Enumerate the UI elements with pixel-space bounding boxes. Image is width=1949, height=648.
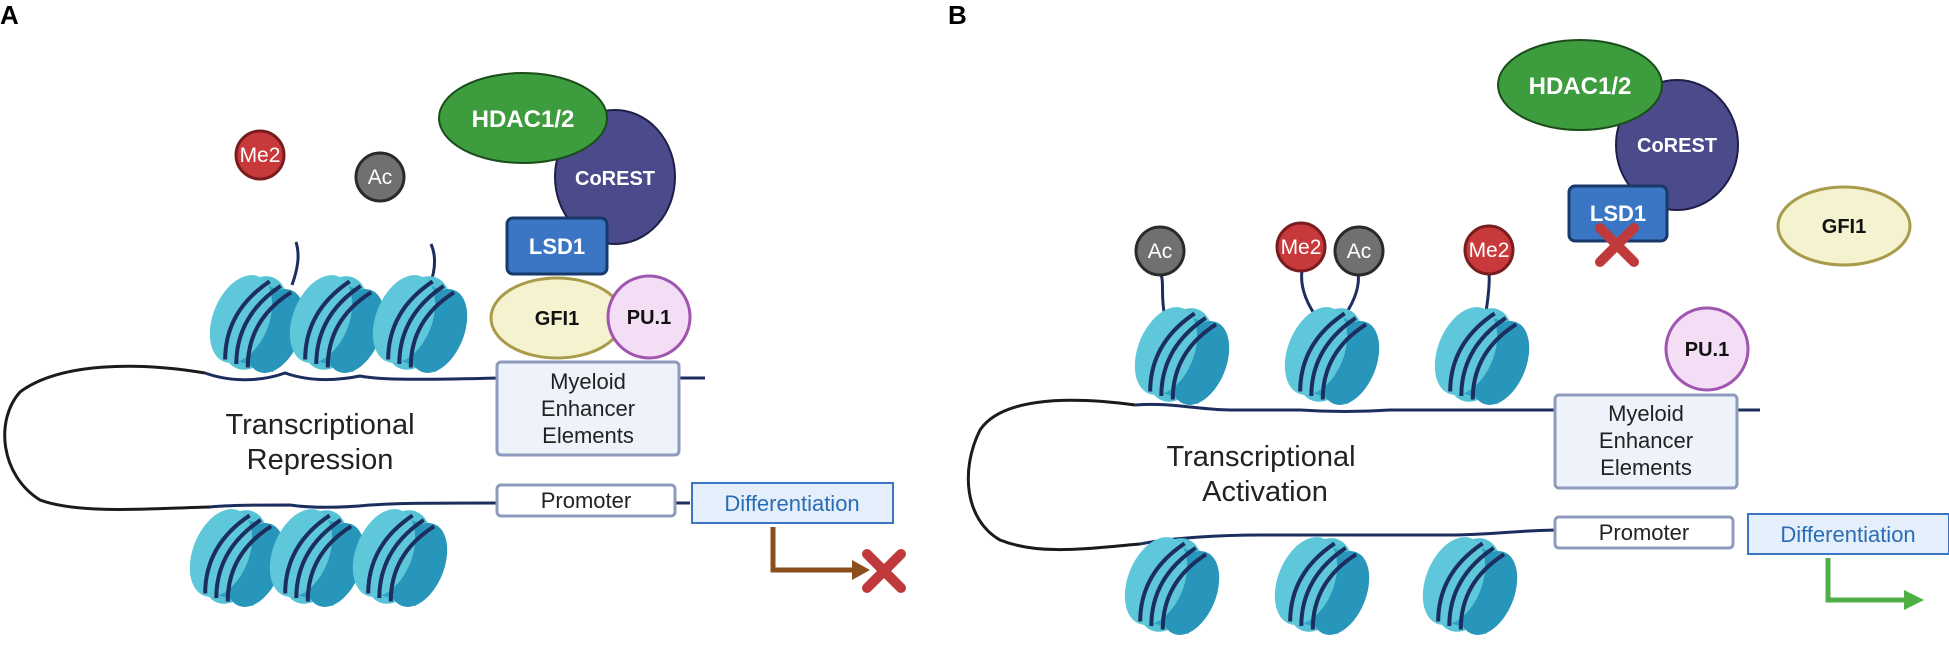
panel-b-active-arrow: [1825, 558, 1906, 603]
panel-b-enhancer-line-1: Myeloid: [1608, 401, 1684, 426]
panel-b-enhancer-line-2: Enhancer: [1599, 428, 1693, 453]
panel-b-title-line-2: Activation: [1202, 476, 1328, 508]
panel-b-gfi1-label: GFI1: [1822, 216, 1866, 238]
panel-a-differentiation-label: Differentiation: [724, 491, 859, 516]
panel-b-differentiation-box: [1747, 513, 1949, 555]
panel-a-enhancer-line-3: Elements: [542, 423, 634, 448]
panel-a-me2-label: Me2: [240, 144, 281, 167]
panel-a-promoter-label: Promoter: [541, 488, 631, 513]
panel-b-me2-mark: [1275, 221, 1327, 273]
panel-a-hdac: [438, 72, 608, 164]
panel-b-ac-mark: [1333, 225, 1385, 277]
panel-b-histone-tail-1: [1158, 271, 1167, 318]
panel-b-me2-mark: [1463, 224, 1515, 276]
panel-a-ac-mark: [354, 151, 406, 203]
panel-a-block-x-icon: [867, 554, 901, 588]
panel-b-lsd1-label: LSD1: [1590, 201, 1646, 226]
panel-a-differentiation-box: [691, 482, 894, 524]
panel-b-letter: B: [948, 0, 967, 30]
panel-b-me2-label: Me2: [1469, 239, 1510, 262]
panel-a: A Me2 Ac CoREST HDAC1/2 LSD1 GFI1 PU.1 M…: [0, 0, 901, 618]
panel-a-pu1-label: PU.1: [627, 307, 671, 329]
panel-a-histone-tail-1: [290, 241, 300, 286]
panel-b-nucleosome: [1260, 525, 1383, 646]
panel-a-gfi1-label: GFI1: [535, 308, 579, 330]
panel-b-ac-label: Ac: [1148, 240, 1173, 263]
panel-b: B Ac Me2 Ac Me2 CoREST HDAC1/2 LSD1: [948, 0, 1949, 646]
panel-a-lsd1: [505, 216, 609, 276]
panel-b-histone-tail-3: [1343, 271, 1360, 316]
panel-a-blocked-arrowhead: [852, 560, 870, 580]
panel-a-promoter-box: [495, 483, 677, 518]
panel-a-enhancer-line-1: Myeloid: [550, 369, 626, 394]
panel-a-enhancer-line-2: Enhancer: [541, 396, 635, 421]
panel-b-me2-label: Me2: [1281, 236, 1322, 259]
panel-b-ac-mark: [1134, 225, 1186, 277]
panel-a-pu1: [606, 274, 692, 360]
panel-b-nucleosome: [1420, 295, 1543, 416]
panel-b-dna-lower: [1139, 528, 1561, 546]
panel-b-ac-label: Ac: [1347, 240, 1372, 263]
panel-a-blocked-arrow: [770, 527, 855, 573]
panel-a-dna-lower: [209, 501, 690, 509]
panel-b-enhancer-box: [1553, 393, 1739, 490]
panel-a-hdac-label: HDAC1/2: [472, 106, 575, 133]
panel-b-nucleosome: [1408, 525, 1531, 646]
panel-a-letter: A: [0, 0, 19, 30]
panel-a-enhancer-box: [495, 360, 681, 457]
panel-b-hdac-label: HDAC1/2: [1529, 73, 1632, 100]
panel-b-promoter-label: Promoter: [1599, 520, 1689, 545]
panel-a-me2-mark: [234, 129, 286, 181]
panel-b-dna-upper: [1134, 402, 1760, 413]
panel-a-nucleosome: [358, 263, 481, 384]
panel-b-gfi1: [1776, 185, 1912, 267]
panel-a-corest-label: CoREST: [575, 168, 655, 190]
panel-a-title-line-1: Transcriptional: [225, 409, 414, 441]
panel-b-pu1: [1664, 306, 1750, 392]
panel-b-nucleosome: [1120, 295, 1243, 416]
panel-a-title-line-2: Repression: [247, 444, 394, 476]
panel-b-hdac: [1497, 39, 1663, 131]
panel-b-corest-label: CoREST: [1637, 135, 1717, 157]
panel-b-title-line-1: Transcriptional: [1166, 441, 1355, 473]
panel-b-dna-loop: [966, 398, 1141, 552]
panel-b-promoter-box: [1553, 515, 1735, 550]
panel-a-dna-upper: [204, 371, 705, 382]
panel-a-ac-label: Ac: [368, 166, 393, 189]
panel-b-pu1-label: PU.1: [1685, 339, 1729, 361]
panel-a-lsd1-label: LSD1: [529, 234, 585, 259]
panel-a-nucleosome: [338, 497, 461, 618]
panel-a-dna-loop: [3, 364, 211, 511]
panel-b-active-arrowhead: [1904, 590, 1924, 610]
panel-b-differentiation-label: Differentiation: [1780, 522, 1915, 547]
panel-b-enhancer-line-3: Elements: [1600, 455, 1692, 480]
panel-b-histone-tail-2: [1300, 269, 1317, 316]
panel-b-nucleosome: [1270, 295, 1393, 416]
